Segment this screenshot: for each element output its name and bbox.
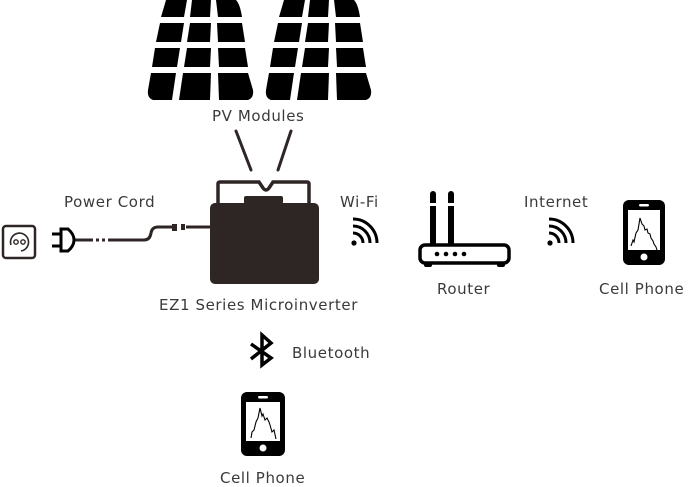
cell-phone-remote-label: Cell Phone <box>599 280 685 298</box>
power-cord-icon <box>74 224 210 242</box>
bluetooth-icon <box>249 331 274 369</box>
microinverter-icon <box>210 180 319 284</box>
cell-phone-local-label: Cell Phone <box>220 469 306 487</box>
wall-socket-icon <box>1 224 37 260</box>
wifi-icon <box>547 217 575 246</box>
pv-modules-label: PV Modules <box>212 107 305 125</box>
wifi-label: Wi-Fi <box>340 193 379 211</box>
internet-label: Internet <box>524 193 589 211</box>
solar-panel-icon <box>265 0 372 100</box>
microinverter-label: EZ1 Series Microinverter <box>159 296 358 314</box>
smartphone-icon <box>623 200 665 265</box>
bluetooth-label: Bluetooth <box>292 344 371 362</box>
power-cord-label: Power Cord <box>64 193 156 211</box>
smartphone-icon <box>241 392 285 456</box>
router-icon <box>418 191 511 267</box>
solar-panel-icon <box>147 0 254 100</box>
pv-connection-lines <box>234 129 293 172</box>
wifi-icon <box>351 217 379 246</box>
plug-icon <box>52 227 76 253</box>
router-label: Router <box>437 280 491 298</box>
